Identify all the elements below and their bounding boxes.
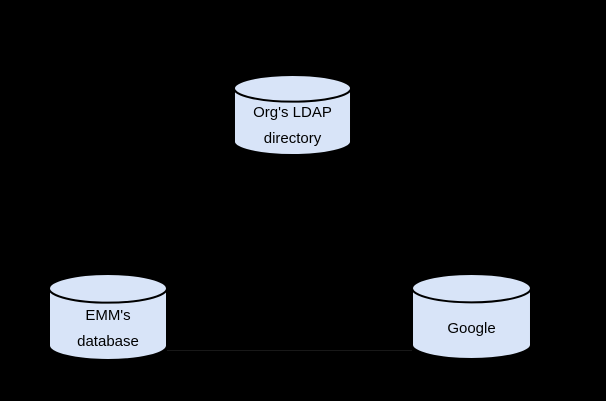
faint-connector-line xyxy=(167,350,412,351)
node-emms-database: EMM's database xyxy=(48,273,168,361)
database-cylinder-icon xyxy=(48,273,168,361)
database-cylinder-icon xyxy=(411,273,532,360)
database-cylinder-icon xyxy=(233,74,352,156)
node-orgs-ldap-directory: Org's LDAP directory xyxy=(233,74,352,156)
node-google: Google xyxy=(411,273,532,360)
